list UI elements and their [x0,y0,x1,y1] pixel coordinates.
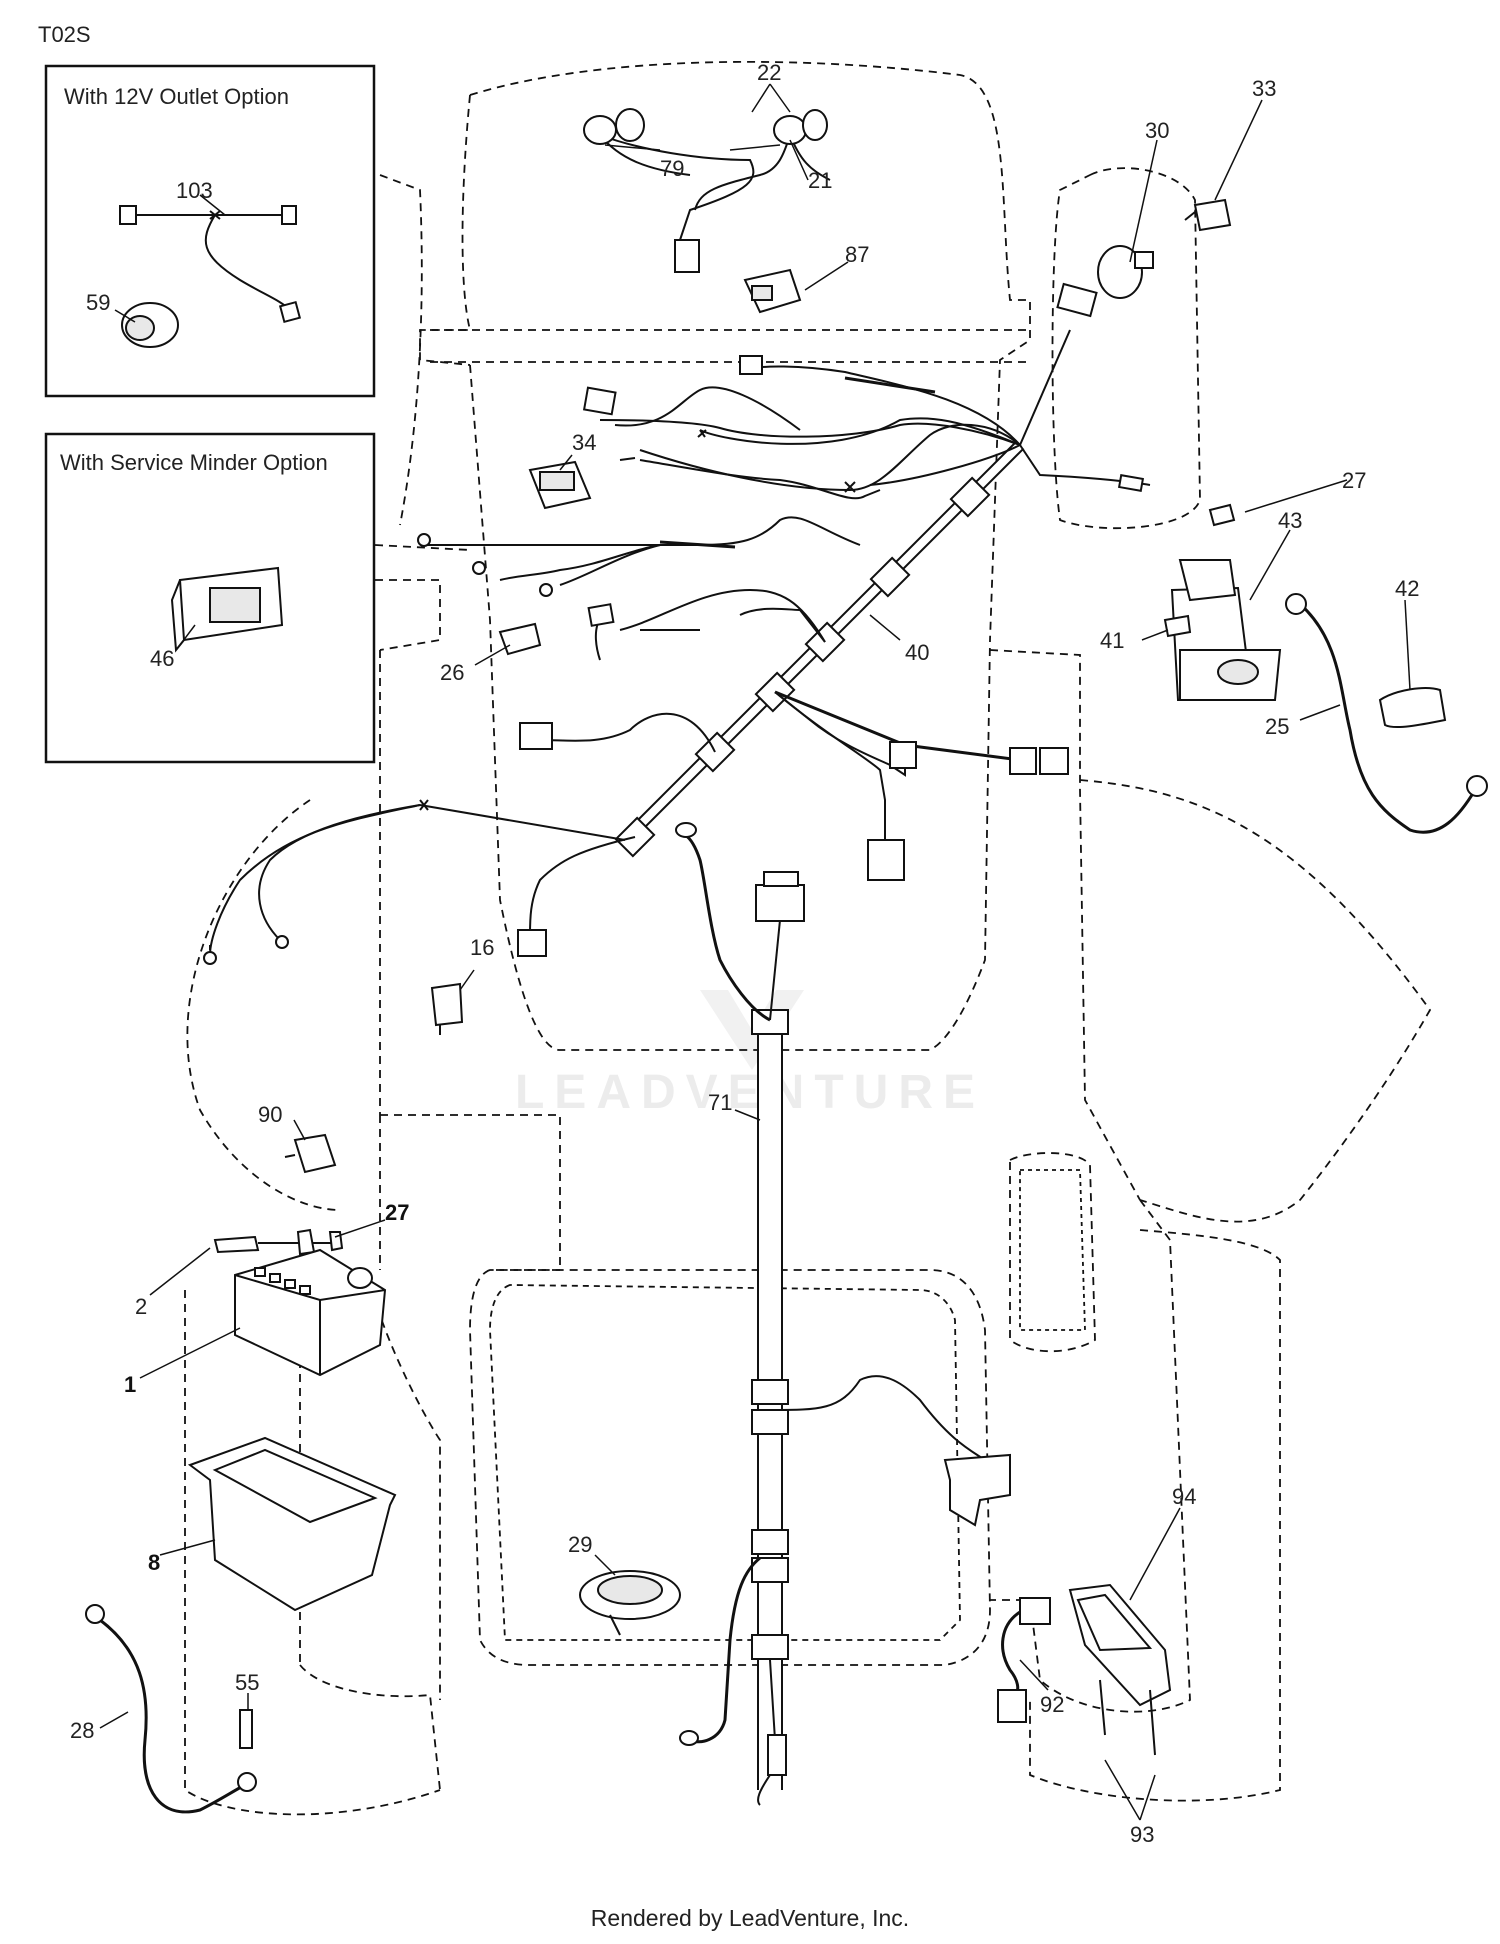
callout-27-battery: 27 [385,1200,409,1225]
callout-40: 40 [905,640,929,665]
callout-26: 26 [440,660,464,685]
leader-lines [99,83,1411,1821]
callout-46: 46 [150,646,174,671]
callout-2: 2 [135,1294,147,1319]
callout-28: 28 [70,1718,94,1743]
harness-71 [675,822,1011,1806]
callout-93: 93 [1130,1822,1154,1847]
callout-90: 90 [258,1102,282,1127]
option-box-service-minder: With Service Minder Option [44,432,376,764]
callout-1: 1 [124,1372,136,1397]
callout-22: 22 [757,60,781,85]
callout-92: 92 [1040,1692,1064,1717]
callout-27-top: 27 [1342,468,1366,493]
callout-29: 29 [568,1532,592,1557]
option-box-12v-outlet: With 12V Outlet Option [44,64,376,398]
option-box-service-minder-title: With Service Minder Option [60,450,328,475]
callout-34: 34 [572,430,596,455]
callout-33: 33 [1252,76,1276,101]
callout-55: 55 [235,1670,259,1695]
option-box-12v-title: With 12V Outlet Option [64,84,289,109]
callout-42: 42 [1395,576,1419,601]
callout-79: 79 [660,156,684,181]
callout-8: 8 [148,1550,160,1575]
callout-87: 87 [845,242,869,267]
callout-103: 103 [176,178,213,203]
main-wire-harness [203,282,1151,965]
diagram-code: T02S [38,22,91,47]
callout-59: 59 [86,290,110,315]
callout-94: 94 [1172,1484,1196,1509]
callout-25: 25 [1265,714,1289,739]
callout-30: 30 [1145,118,1169,143]
callout-21: 21 [808,168,832,193]
footer-credit: Rendered by LeadVenture, Inc. [591,1905,909,1931]
watermark: LEADVENTURE [515,1066,985,1119]
callout-71: 71 [708,1090,732,1115]
parts [85,108,1488,1814]
callout-16: 16 [470,935,494,960]
callout-43: 43 [1278,508,1302,533]
callout-labels: 22 79 21 87 30 33 103 59 34 27 43 42 41 … [70,60,1419,1847]
callout-41: 41 [1100,628,1124,653]
